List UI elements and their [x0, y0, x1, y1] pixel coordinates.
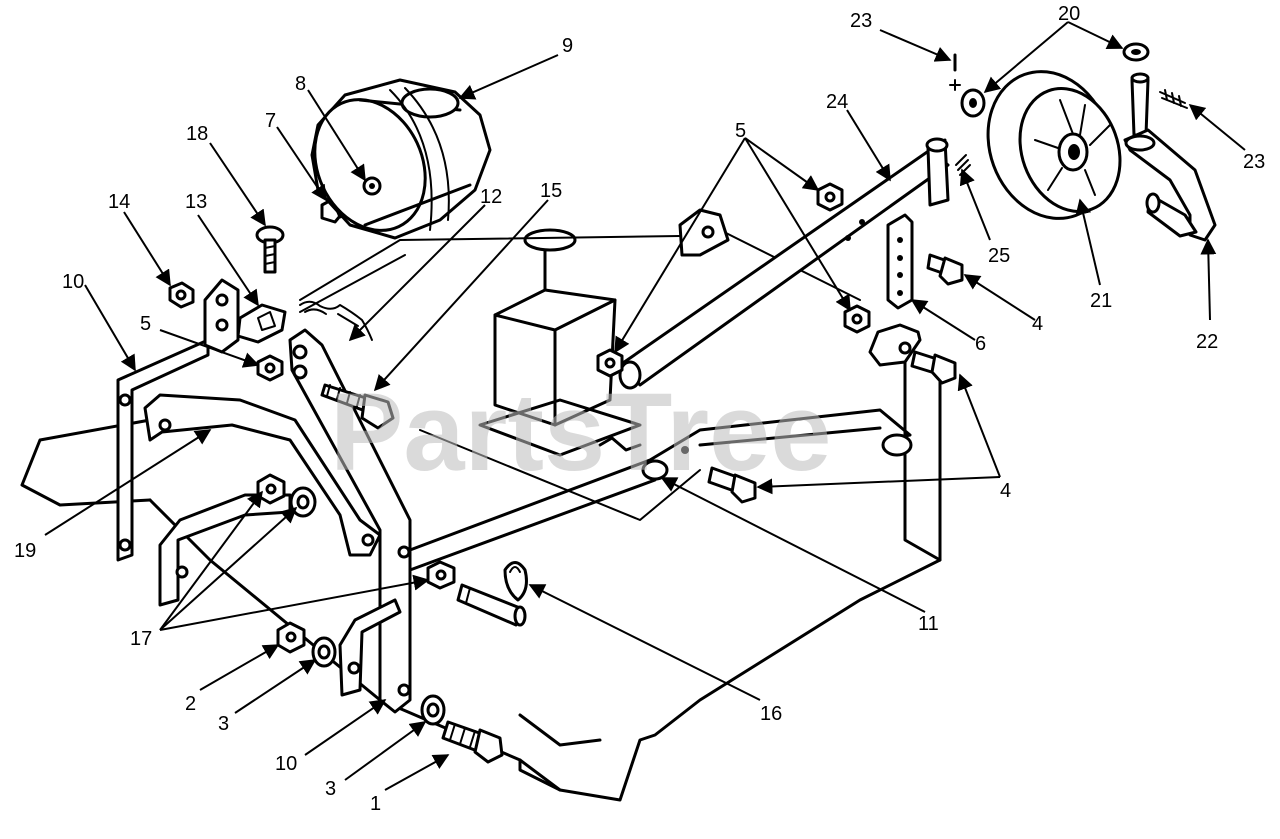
- washer-3-upper: [311, 636, 337, 668]
- callout-17: 17: [130, 628, 152, 650]
- nut-5-lower-right: [843, 304, 871, 334]
- callout-10-lower: 10: [275, 753, 297, 775]
- callout-5-left: 5: [140, 313, 151, 335]
- callout-16: 16: [760, 703, 782, 725]
- callout-18: 18: [186, 123, 208, 145]
- nut-17-c: [426, 560, 456, 590]
- callout-20: 20: [1058, 3, 1080, 25]
- callout-23-left: 23: [850, 10, 872, 32]
- callout-23-right: 23: [1243, 151, 1265, 173]
- callout-10-upper: 10: [62, 271, 84, 293]
- callout-19: 19: [14, 540, 36, 562]
- height-adjust-bracket: [886, 213, 914, 310]
- callout-3-upper: 3: [218, 713, 229, 735]
- callout-14: 14: [108, 191, 130, 213]
- pivot-plate: [868, 323, 922, 367]
- washer-20-b: [1122, 42, 1150, 62]
- wheel-axle-22: [1123, 72, 1217, 242]
- clevis-pin-17: [456, 583, 527, 627]
- nut-5-left: [256, 354, 284, 382]
- callout-11: 11: [918, 613, 939, 635]
- mower-deck: [20, 219, 942, 802]
- callout-2: 2: [185, 693, 196, 715]
- front-axle-bracket: [158, 493, 402, 697]
- bolt-1: [441, 720, 504, 764]
- front-cross-bracket: [143, 393, 382, 557]
- cotter-pin-23-a: [949, 53, 961, 91]
- leader-lines: [44, 21, 1246, 791]
- bolt-4-upper: [926, 253, 964, 286]
- callout-4-lower: 4: [1000, 480, 1011, 502]
- callout-5-right: 5: [735, 120, 746, 142]
- callout-24: 24: [826, 91, 848, 113]
- callout-8: 8: [295, 73, 306, 95]
- washer-20-a: [960, 88, 986, 118]
- callout-22: 22: [1196, 331, 1218, 353]
- pulley-cover-9: [310, 78, 492, 240]
- callout-13: 13: [185, 191, 207, 213]
- belt-guide-13: [236, 303, 287, 344]
- callout-12: 12: [480, 186, 502, 208]
- bolt-4-middle: [910, 350, 957, 385]
- watermark-text: PartsTree: [330, 371, 831, 494]
- hairpin-clip-16: [503, 561, 528, 602]
- nut-2: [276, 621, 306, 654]
- hanger-bracket-left: [116, 278, 240, 562]
- callout-6: 6: [975, 333, 986, 355]
- lift-rod: [408, 408, 913, 572]
- callout-7: 7: [265, 110, 276, 132]
- drive-belt: [299, 235, 681, 313]
- bolt-18: [255, 225, 285, 274]
- nut-17-a: [256, 473, 286, 505]
- callout-1: 1: [370, 793, 381, 815]
- callout-3-lower: 3: [325, 778, 336, 800]
- callout-15: 15: [540, 180, 562, 202]
- blade-spindle-housing: [478, 228, 642, 457]
- washer-17-b: [289, 486, 317, 518]
- washer-3-lower: [420, 694, 446, 726]
- callout-4-upper: 4: [1032, 313, 1043, 335]
- bolt-15: [320, 383, 395, 430]
- callout-21: 21: [1090, 290, 1112, 312]
- bolt-4-lower: [707, 466, 757, 504]
- callout-labels: 1 2 3 3 4 4 5 5 6 7 8 9 10 10 11 12 13 1…: [14, 3, 1265, 815]
- nut-5-center: [596, 348, 624, 378]
- nut-14: [168, 281, 195, 309]
- wheel-21: [986, 70, 1122, 220]
- callout-25: 25: [988, 245, 1010, 267]
- rear-deck-bracket: [678, 208, 730, 257]
- rear-lift-arm: [618, 137, 950, 390]
- cotter-pin-23-b: [1159, 89, 1188, 109]
- nut-5-upper-right: [816, 182, 844, 212]
- callout-9: 9: [562, 35, 573, 57]
